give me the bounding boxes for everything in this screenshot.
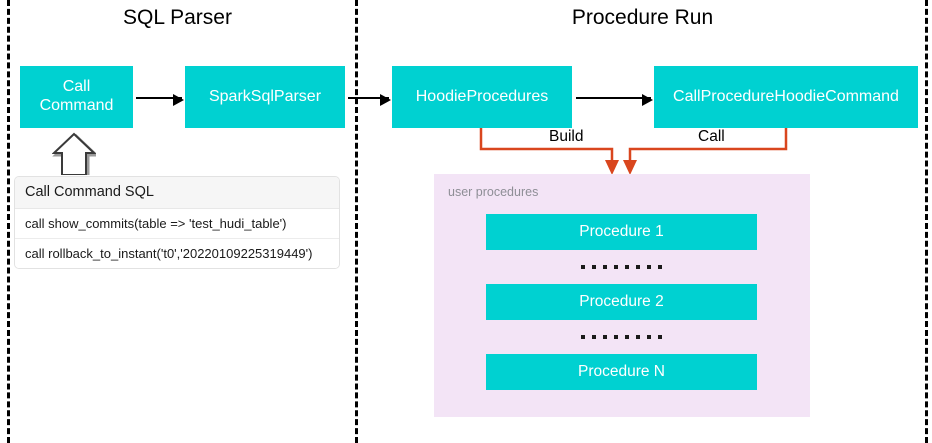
edge-label-call: Call xyxy=(694,128,729,146)
arrow-call-command-to-spark-sql-parser xyxy=(136,93,184,106)
node-procedure-n[interactable]: Procedure N xyxy=(486,354,757,390)
arrow-hoodie-procedures-to-call-procedure-command xyxy=(576,93,653,106)
user-procedures-caption: user procedures xyxy=(448,185,539,199)
section-divider-middle xyxy=(355,0,358,443)
edge-label-build: Build xyxy=(545,128,588,146)
node-procedure-1[interactable]: Procedure 1 xyxy=(486,214,757,250)
node-call-command[interactable]: Call Command xyxy=(20,66,133,128)
sql-card-header: Call Command SQL xyxy=(15,177,339,209)
user-procedures-panel: user procedures Procedure 1 Procedure 2 … xyxy=(434,174,810,417)
ellipsis-separator xyxy=(486,250,757,284)
section-divider-left xyxy=(7,0,10,443)
sql-statement-row: call show_commits(table => 'test_hudi_ta… xyxy=(15,209,339,239)
call-command-sql-card: Call Command SQL call show_commits(table… xyxy=(14,176,340,269)
section-divider-right xyxy=(925,0,928,443)
node-procedure-2[interactable]: Procedure 2 xyxy=(486,284,757,320)
node-spark-sql-parser[interactable]: SparkSqlParser xyxy=(185,66,345,128)
up-arrow-icon xyxy=(52,132,96,175)
arrow-spark-sql-parser-to-hoodie-procedures xyxy=(348,93,391,106)
node-call-procedure-hoodie-command[interactable]: CallProcedureHoodieCommand xyxy=(654,66,918,128)
sql-statement-row: call rollback_to_instant('t0','202201092… xyxy=(15,239,339,268)
section-title-sql-parser: SQL Parser xyxy=(123,6,232,29)
ellipsis-separator xyxy=(486,320,757,354)
node-hoodie-procedures[interactable]: HoodieProcedures xyxy=(392,66,572,128)
section-title-procedure-run: Procedure Run xyxy=(571,6,714,29)
